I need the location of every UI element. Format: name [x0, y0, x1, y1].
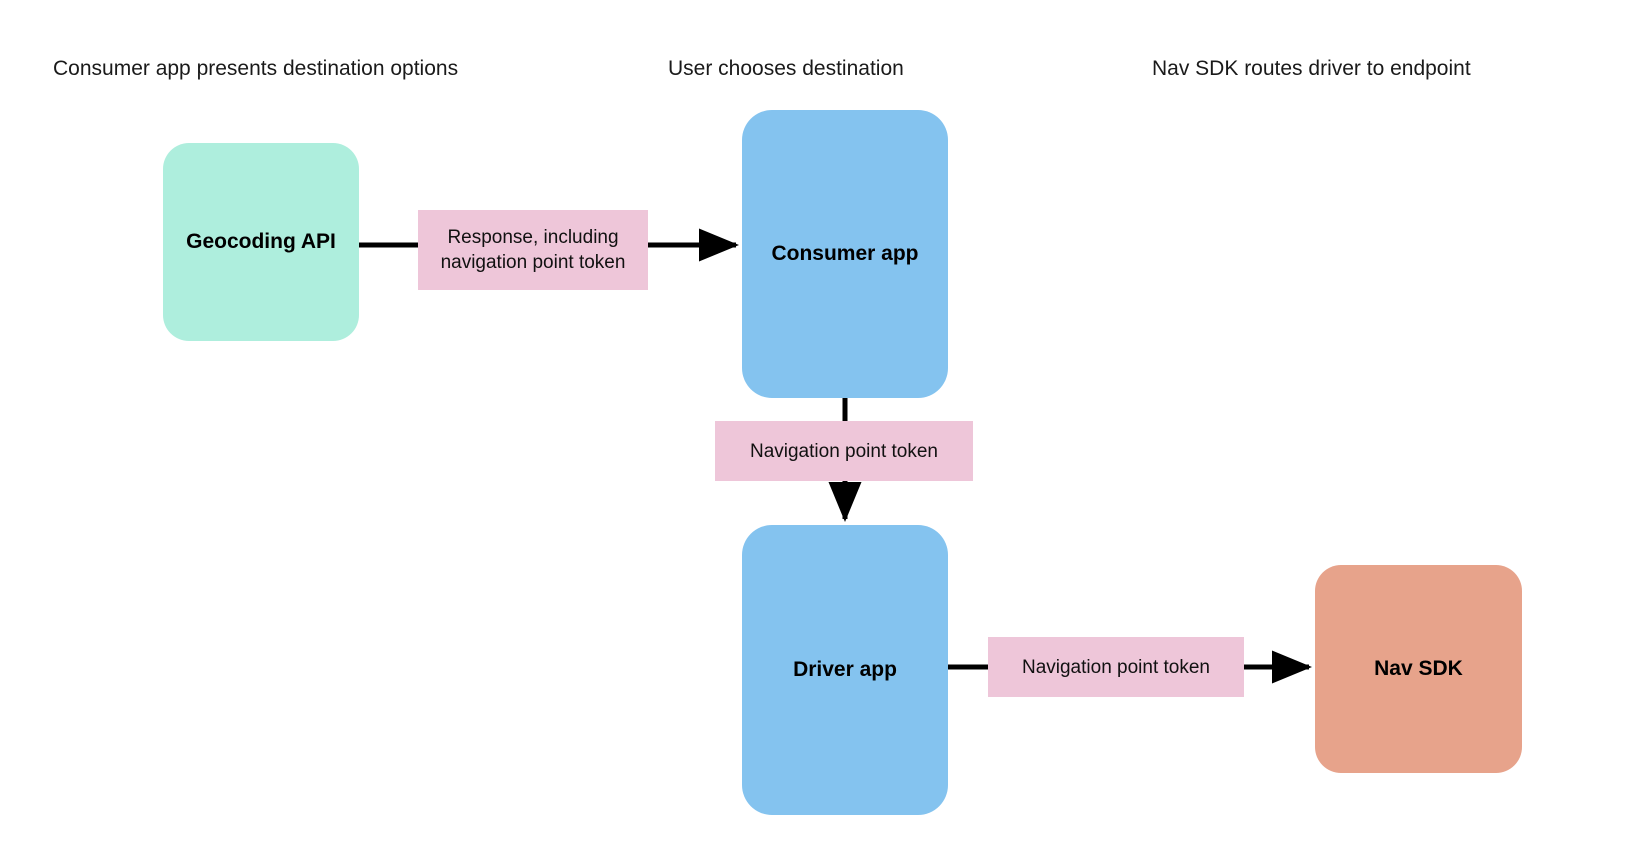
- edge-label-navigation-point-token-driver-to-navsdk: Navigation point token: [988, 637, 1244, 697]
- column-header-user-chooses-destination: User chooses destination: [668, 57, 904, 80]
- column-header-nav-sdk-routes-driver-to-endpoint: Nav SDK routes driver to endpoint: [1152, 57, 1471, 80]
- column-header-consumer-app-presents-destination-options: Consumer app presents destination option…: [53, 57, 459, 80]
- edge-label-response-including-navigation-point-token: Response, including navigation point tok…: [418, 210, 648, 290]
- edge-label-navigation-point-token-consumer-to-driver: Navigation point token: [715, 421, 973, 481]
- node-driver-app[interactable]: Driver app: [742, 525, 948, 815]
- edge-label-text: Navigation point token: [1021, 656, 1210, 678]
- node-label-nav-sdk: Nav SDK: [1374, 657, 1463, 680]
- edge-label-text: Response, including navigation point tok…: [440, 227, 626, 273]
- node-label-driver-app: Driver app: [793, 658, 897, 681]
- node-label-consumer-app: Consumer app: [771, 242, 919, 265]
- node-consumer-app[interactable]: Consumer app: [742, 110, 948, 398]
- edge-label-text: Navigation point token: [749, 440, 938, 462]
- node-nav-sdk[interactable]: Nav SDK: [1315, 565, 1522, 773]
- node-label-geocoding-api: Geocoding API: [186, 230, 336, 253]
- node-geocoding-api[interactable]: Geocoding API: [163, 143, 359, 341]
